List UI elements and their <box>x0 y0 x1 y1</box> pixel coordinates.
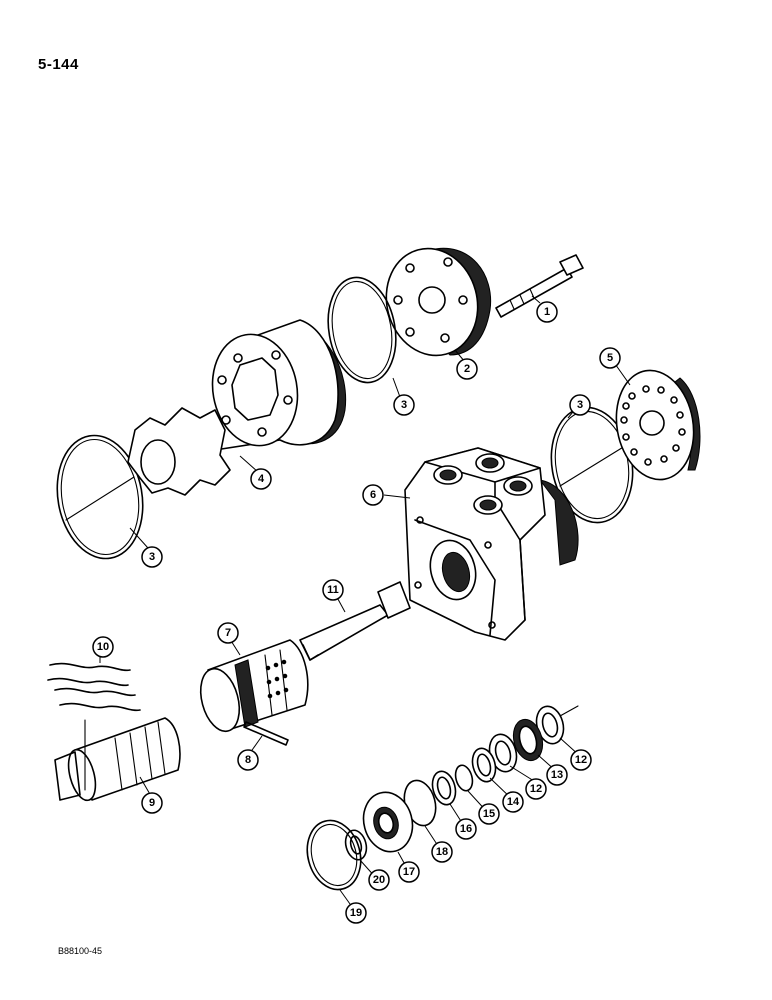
callout-18: 18 <box>431 841 453 863</box>
centering-springs-part <box>47 662 141 791</box>
bushing-part-17 <box>362 791 414 853</box>
gerotor-star-part <box>127 407 231 496</box>
callout-10: 10 <box>92 636 114 658</box>
svg-text:13: 13 <box>551 769 563 781</box>
manifold-plate-part <box>615 369 701 481</box>
seal-part-16 <box>431 770 457 806</box>
seal-ring-part-a <box>327 276 397 384</box>
svg-text:11: 11 <box>327 584 339 596</box>
svg-text:2: 2 <box>464 363 470 375</box>
svg-text:12: 12 <box>575 754 587 766</box>
callout-3-right: 3 <box>569 394 591 416</box>
thrust-bearing-part-13 <box>512 718 544 762</box>
cross-pin-part <box>243 721 289 746</box>
svg-text:12: 12 <box>530 783 542 795</box>
end-cap-part <box>385 247 492 357</box>
callout-3-upper: 3 <box>393 394 415 416</box>
drive-shaft-part <box>299 581 411 661</box>
svg-text:20: 20 <box>373 874 385 886</box>
svg-text:10: 10 <box>97 641 109 653</box>
sleeve-part <box>54 717 181 802</box>
svg-text:16: 16 <box>460 823 472 835</box>
svg-text:18: 18 <box>436 846 448 858</box>
callout-5: 5 <box>599 347 621 369</box>
callout-12-lower: 12 <box>525 778 547 800</box>
callout-13: 13 <box>546 764 568 786</box>
callout-7: 7 <box>217 622 239 644</box>
svg-text:17: 17 <box>403 866 415 878</box>
figure-code: B88100-45 <box>58 946 103 956</box>
callout-6: 6 <box>362 484 384 506</box>
retaining-ring-part-19 <box>306 819 362 891</box>
seal-part-14 <box>471 747 497 783</box>
callout-19: 19 <box>345 902 367 924</box>
callout-9: 9 <box>141 792 163 814</box>
svg-text:14: 14 <box>507 796 520 808</box>
page-number: 5-144 <box>38 56 79 73</box>
callout-12-right: 12 <box>570 749 592 771</box>
callout-11: 11 <box>322 579 344 601</box>
svg-text:5: 5 <box>607 352 613 364</box>
callout-15: 15 <box>478 803 500 825</box>
svg-text:6: 6 <box>370 489 376 501</box>
svg-text:4: 4 <box>258 473 265 485</box>
svg-text:8: 8 <box>245 754 251 766</box>
callout-2: 2 <box>456 358 478 380</box>
svg-text:3: 3 <box>577 399 583 411</box>
seal-ring-part-b <box>56 434 144 560</box>
washer-part-12a <box>535 705 579 745</box>
cap-screw-part <box>495 254 584 318</box>
callout-4: 4 <box>250 468 272 490</box>
callout-8: 8 <box>237 749 259 771</box>
callout-14: 14 <box>502 791 524 813</box>
washer-part-12b <box>488 733 518 773</box>
spool-part <box>199 639 309 733</box>
callout-16: 16 <box>455 818 477 840</box>
callout-1: 1 <box>536 301 558 323</box>
callout-17: 17 <box>398 861 420 883</box>
ring-part-15 <box>454 764 474 792</box>
svg-text:7: 7 <box>225 627 231 639</box>
svg-text:9: 9 <box>149 797 155 809</box>
svg-text:1: 1 <box>544 306 550 318</box>
svg-text:19: 19 <box>350 907 362 919</box>
svg-text:15: 15 <box>483 808 495 820</box>
svg-text:3: 3 <box>149 551 155 563</box>
callout-20: 20 <box>368 869 390 891</box>
svg-text:3: 3 <box>401 399 407 411</box>
callout-3-left: 3 <box>141 546 163 568</box>
valve-housing-part <box>404 447 579 641</box>
gerotor-housing-part <box>211 319 347 451</box>
